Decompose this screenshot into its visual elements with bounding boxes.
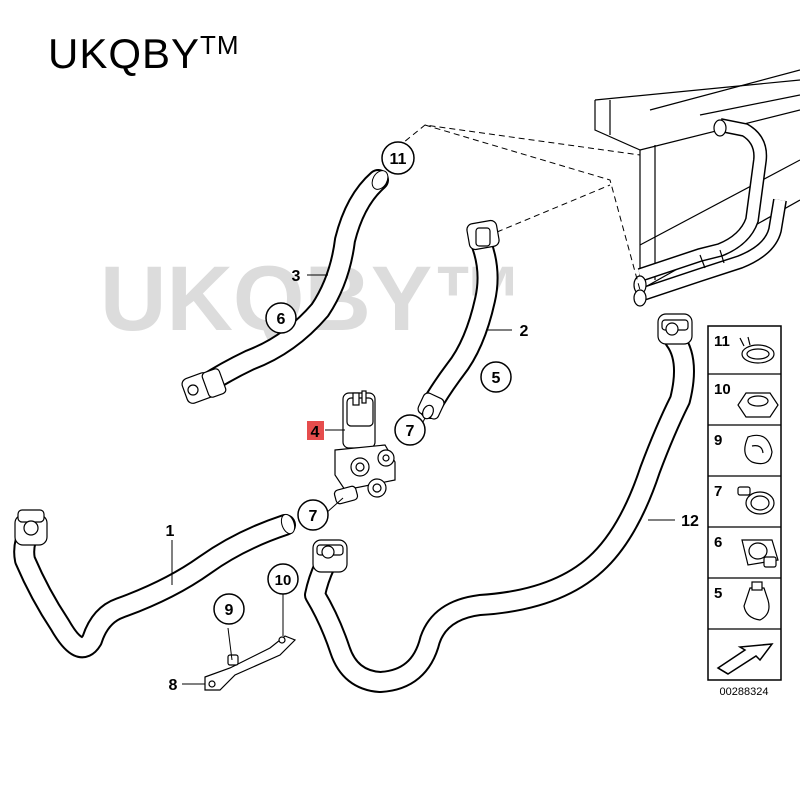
hose-12 — [304, 313, 695, 693]
label-1: 1 — [166, 523, 175, 540]
worm-clamp-icon — [737, 486, 775, 515]
callout-10: 10 — [267, 563, 299, 595]
part-arrow-icon — [716, 643, 774, 675]
callout-6: 6 — [265, 302, 297, 334]
hose-3-clamp — [181, 368, 227, 404]
legend-item-11: 11 — [714, 333, 775, 364]
connector-tube-5 — [417, 392, 445, 420]
holder-clip-icon — [743, 581, 770, 621]
hose-1 — [13, 509, 296, 659]
heater-core-unit — [594, 69, 800, 307]
bracket-8 — [204, 635, 297, 691]
legend-panel: 11 10 9 — [707, 325, 782, 698]
spring-clamp-icon — [739, 336, 775, 364]
callout-7-lower: 7 — [297, 499, 329, 531]
svg-text:6: 6 — [714, 534, 722, 551]
svg-text:5: 5 — [492, 370, 501, 387]
legend-item-5: 5 — [714, 581, 770, 621]
callouts: 11 6 5 7 7 9 1 — [166, 141, 699, 694]
svg-text:9: 9 — [225, 602, 234, 619]
callout-7-upper: 7 — [394, 414, 426, 446]
legend-item-10: 10 — [714, 381, 779, 418]
hose-2 — [419, 219, 500, 419]
hose-clip-icon — [744, 434, 773, 465]
svg-text:7: 7 — [714, 483, 722, 500]
valve-assembly-4 — [333, 390, 396, 505]
svg-text:11: 11 — [390, 151, 407, 168]
callout-11: 11 — [381, 141, 415, 175]
label-2: 2 — [520, 323, 529, 340]
svg-text:11: 11 — [714, 333, 730, 350]
svg-text:10: 10 — [714, 381, 731, 398]
leader-lines — [171, 274, 675, 685]
svg-text:5: 5 — [714, 585, 722, 602]
svg-text:4: 4 — [311, 424, 320, 441]
legend-item-7: 7 — [714, 483, 775, 515]
svg-text:9: 9 — [714, 432, 722, 449]
label-3: 3 — [292, 268, 301, 285]
label-8: 8 — [169, 677, 178, 694]
hex-nut-icon — [737, 392, 779, 418]
bracket-clip-icon — [741, 539, 779, 568]
callout-9: 9 — [213, 593, 245, 625]
svg-text:7: 7 — [309, 508, 318, 525]
watermark-text: UKQBY™ — [100, 248, 524, 350]
hose-3 — [181, 169, 389, 404]
callout-4-highlight: 4 — [307, 421, 324, 441]
brand-trademark: TM — [200, 30, 240, 60]
reference-lines — [381, 124, 641, 291]
legend-item-6: 6 — [714, 534, 779, 568]
callout-5: 5 — [480, 361, 512, 393]
svg-text:6: 6 — [277, 311, 286, 328]
legend-item-9: 9 — [714, 432, 773, 465]
brand-name: UKQBY — [48, 30, 201, 77]
svg-text:7: 7 — [406, 423, 415, 440]
label-12: 12 — [681, 513, 699, 530]
brand-title: UKQBYTM — [48, 30, 240, 78]
svg-text:10: 10 — [275, 572, 292, 589]
diagram-code: 00288324 — [720, 686, 769, 698]
